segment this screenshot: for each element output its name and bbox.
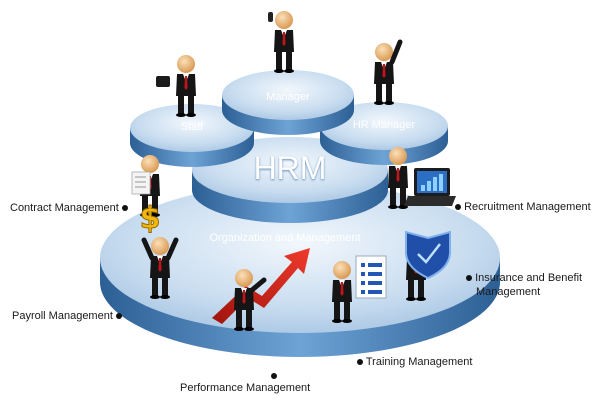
insurance-bullet — [466, 275, 472, 282]
organization-management-label: Organization and Management — [209, 232, 361, 244]
contract-management-text: Contract Management — [10, 202, 119, 214]
recruitment-management-label: Recruitment Management — [455, 201, 591, 213]
performance-bullet — [271, 373, 278, 380]
newspaper-icon — [131, 171, 151, 195]
payroll-management-text: Payroll Management — [12, 310, 113, 322]
recruitment-management-text: Recruitment Management — [464, 201, 591, 213]
performance-management-text: Performance Management — [180, 382, 311, 394]
phone-icon — [268, 12, 273, 22]
payroll-bullet — [115, 313, 122, 320]
reading-person — [131, 155, 160, 217]
staff-person — [156, 55, 196, 117]
dollar-sign-icon: $ — [140, 201, 161, 236]
manager-disc-label: Manager — [266, 91, 310, 103]
staff-disc — [130, 104, 254, 167]
training-bullet — [357, 359, 363, 366]
cheering-person — [141, 237, 179, 299]
hr-manager-person — [374, 39, 403, 105]
performance-management-label: Performance Management — [180, 370, 310, 394]
manager-disc — [222, 70, 354, 135]
staff-disc-label: Staff — [180, 121, 204, 133]
contract-management-label: Contract Management — [10, 202, 128, 214]
contract-bullet — [121, 205, 128, 212]
manager-person — [268, 11, 294, 73]
briefcase-icon — [156, 76, 170, 87]
recruitment-bullet — [455, 204, 461, 211]
hr-manager-disc-label: HR Manager — [352, 119, 416, 131]
laptop-chart-icon — [404, 168, 456, 206]
arrow-person — [234, 269, 267, 331]
payroll-management-label: Payroll Management — [12, 310, 122, 322]
insurance-line1-text: Insurance and Benefit — [475, 272, 583, 284]
insurance-benefit-label: Insurance and Benefit Management — [466, 271, 582, 299]
document-list-icon — [355, 255, 387, 299]
training-management-text: Training Management — [365, 356, 473, 368]
hrm-title: HRM — [253, 150, 327, 186]
training-management-label: Training Management — [357, 356, 472, 368]
insurance-line2-text: Management — [476, 286, 541, 298]
